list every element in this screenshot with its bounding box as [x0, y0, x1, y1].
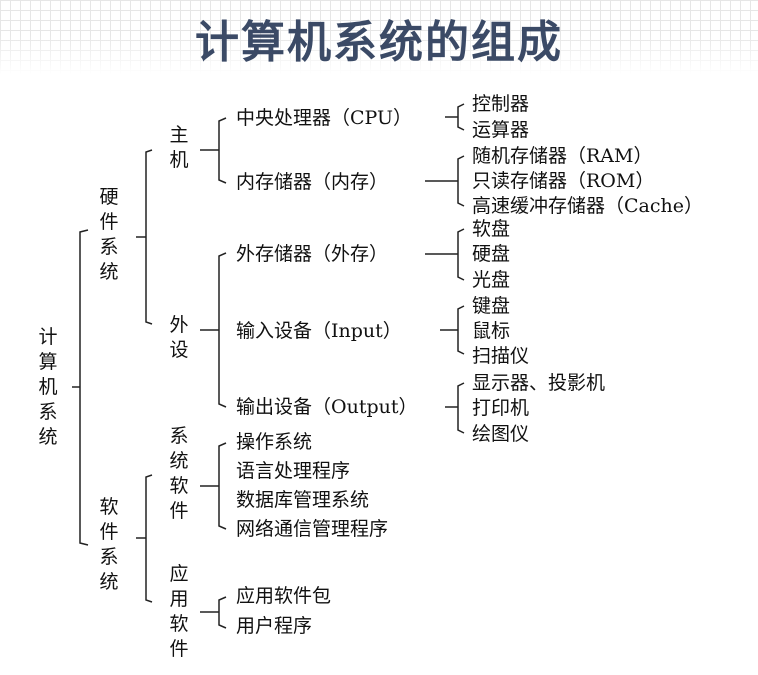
node-peripheral: 外设: [169, 314, 189, 361]
node-input-devices: 输入设备（Input）: [236, 320, 402, 342]
node-host: 主机: [169, 124, 189, 171]
leaf-controller: 控制器: [472, 93, 530, 115]
leaf-scanner: 扫描仪: [472, 345, 530, 367]
leaf-language-processor: 语言处理程序: [236, 460, 351, 482]
root-node-computer-system: 计算机系统: [38, 326, 58, 448]
leaf-user-program: 用户程序: [236, 615, 313, 637]
node-hardware-system: 硬件系统: [99, 186, 119, 283]
leaf-database-management: 数据库管理系统: [236, 489, 370, 511]
leaf-application-package: 应用软件包: [236, 585, 332, 607]
node-cpu: 中央处理器（CPU）: [236, 107, 413, 129]
leaf-operating-system: 操作系统: [236, 431, 313, 453]
leaf-floppy-disk: 软盘: [472, 218, 511, 240]
leaf-optical-disk: 光盘: [472, 269, 511, 291]
node-software-system: 软件系统: [99, 496, 119, 593]
node-output-devices: 输出设备（Output）: [236, 396, 418, 418]
leaf-cache: 高速缓冲存储器（Cache）: [472, 195, 703, 217]
leaf-network-communication: 网络通信管理程序: [236, 518, 389, 540]
leaf-keyboard: 键盘: [472, 295, 511, 317]
leaf-arithmetic-unit: 运算器: [472, 119, 530, 141]
node-system-software: 系统软件: [169, 425, 189, 522]
leaf-ram: 随机存储器（RAM）: [472, 145, 653, 167]
leaf-plotter: 绘图仪: [472, 423, 530, 445]
header-grid-background: [0, 0, 758, 75]
node-external-storage: 外存储器（外存）: [236, 243, 389, 265]
leaf-rom: 只读存储器（ROM）: [472, 170, 655, 192]
leaf-mouse: 鼠标: [472, 320, 511, 342]
leaf-printer: 打印机: [472, 397, 530, 419]
node-application-software: 应用软件: [169, 563, 189, 660]
node-internal-memory: 内存储器（内存）: [236, 171, 389, 193]
leaf-display-projector: 显示器、投影机: [472, 372, 606, 394]
page-title: 计算机系统的组成: [195, 17, 563, 68]
leaf-hard-disk: 硬盘: [472, 243, 511, 265]
